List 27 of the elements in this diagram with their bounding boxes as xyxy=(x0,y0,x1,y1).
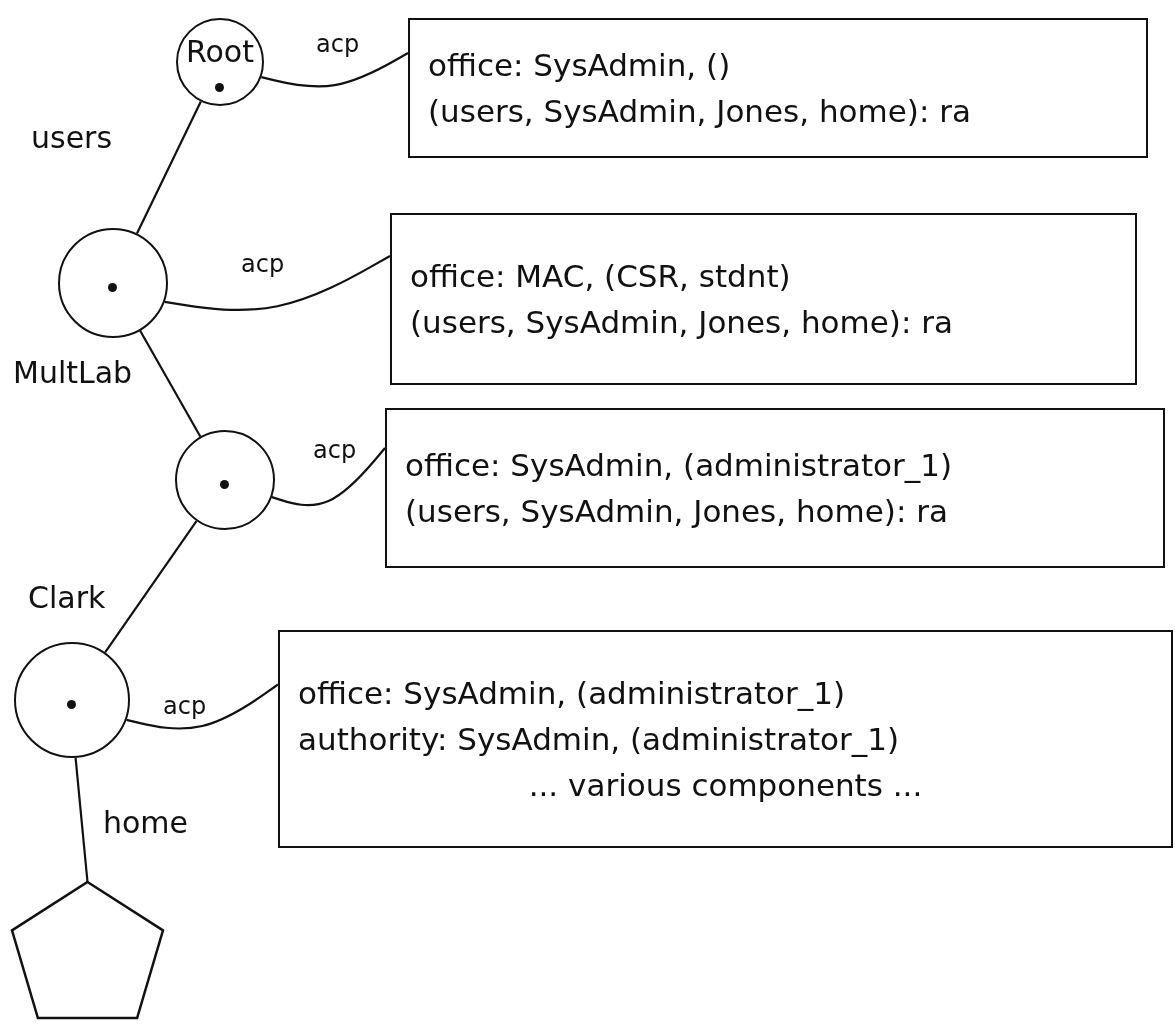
connector-curve xyxy=(271,447,386,507)
connector-curve xyxy=(164,255,391,311)
tree-node-circle xyxy=(14,642,130,758)
connector-curve xyxy=(126,683,279,730)
access-control-box xyxy=(385,408,1165,568)
access-control-box xyxy=(408,18,1148,158)
entry-text: (users, SysAdmin, Jones, home): ra xyxy=(410,304,954,340)
tree-branch-line xyxy=(135,101,202,234)
entry-text: authority: SysAdmin, (administrator_1) xyxy=(298,721,901,757)
tree-node-circle xyxy=(175,430,275,530)
tree-branch-line xyxy=(139,330,202,438)
tree-branch-line xyxy=(104,520,198,653)
entry-text: office: SysAdmin, () xyxy=(428,47,732,83)
entry-text: office: MAC, (CSR, stdnt) xyxy=(410,258,792,294)
entry-text: office: SysAdmin, (administrator_1) xyxy=(405,447,954,483)
entry-text: ... various components ... xyxy=(527,767,924,803)
tree-branch-line xyxy=(74,757,89,883)
tree-node-circle xyxy=(176,18,264,106)
entry-text: office: SysAdmin, (administrator_1) xyxy=(298,675,847,711)
tree-node-circle xyxy=(58,228,168,338)
entry-text: (users, SysAdmin, Jones, home): ra xyxy=(428,93,972,129)
access-control-box xyxy=(390,213,1137,385)
access-control-box xyxy=(278,630,1173,848)
pentagon-node xyxy=(10,880,165,1020)
connector-curve xyxy=(261,52,409,88)
node-label: Root xyxy=(185,34,255,69)
entry-text: (users, SysAdmin, Jones, home): ra xyxy=(405,493,949,529)
